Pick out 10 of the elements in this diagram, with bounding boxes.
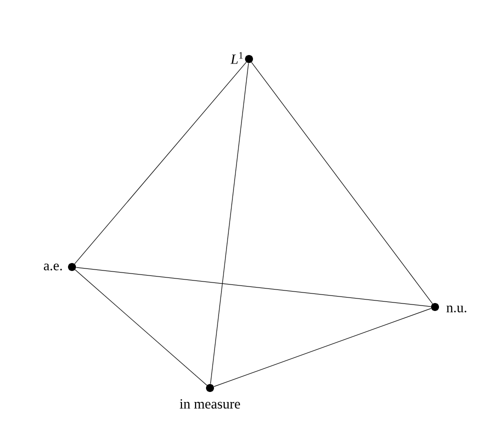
edge-line bbox=[214, 308, 432, 387]
edge-line bbox=[251, 62, 433, 304]
edge-line bbox=[74, 269, 208, 386]
vertex-label: a.e. bbox=[44, 264, 62, 270]
edge-line bbox=[210, 62, 249, 384]
vertex-label: L$^{1}$ bbox=[230, 52, 243, 64]
edge-line bbox=[76, 267, 432, 307]
edge-line bbox=[74, 62, 247, 264]
vertex-label: in measure bbox=[180, 399, 240, 409]
vertex-label: n.u. bbox=[446, 306, 466, 312]
